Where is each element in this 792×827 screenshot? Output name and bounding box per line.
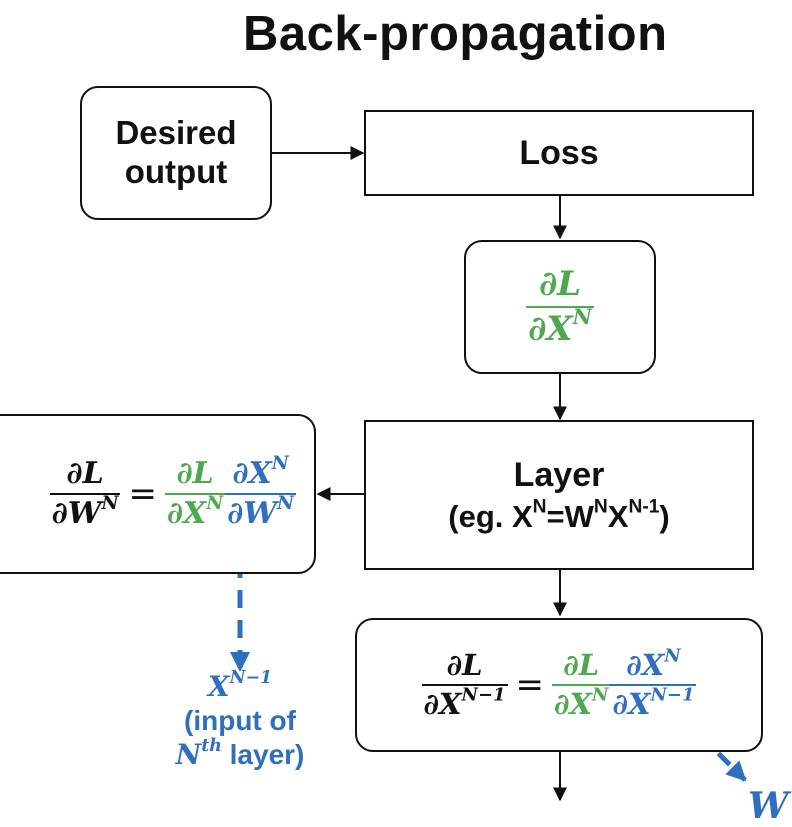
dl-dxn-denominator: ∂XN xyxy=(528,304,592,349)
equals-sign: = xyxy=(128,474,157,514)
weight-grad-lhs: ∂L ∂WN xyxy=(49,455,121,531)
dl-dxn-fraction: ∂L ∂XN xyxy=(526,263,594,349)
loss-box: Loss xyxy=(364,110,754,196)
layer-box: Layer (eg. XN=WNXN-1) xyxy=(364,420,754,570)
layer-label: Layer xyxy=(513,455,605,494)
dl-dxn-box: ∂L ∂XN xyxy=(464,240,656,374)
desired-output-line2: output xyxy=(124,153,228,190)
input-grad-blue-factor: ∂XN ∂XN−1 xyxy=(610,645,697,721)
desired-output-line1: Desired xyxy=(115,114,237,152)
desired-output-box: Desired output xyxy=(80,86,272,220)
input-grad-lhs: ∂L ∂XN−1 xyxy=(421,647,508,721)
weight-grad-green-factor: ∂L ∂XN xyxy=(164,455,226,531)
diagram-title: Back-propagation xyxy=(243,7,668,61)
fraction-bar xyxy=(526,306,594,308)
weight-grad-blue-factor: ∂XN ∂WN xyxy=(225,452,296,531)
input-note: XN−1 (input of Nth layer) xyxy=(140,667,340,772)
w-cutoff-label: W xyxy=(748,785,789,827)
weight-gradient-box: ∂L ∂WN = ∂L ∂XN ∂XN ∂WN xyxy=(0,414,316,574)
input-gradient-equation: ∂L ∂XN−1 = ∂L ∂XN ∂XN ∂XN−1 xyxy=(421,645,697,722)
input-gradient-box: ∂L ∂XN−1 = ∂L ∂XN ∂XN ∂XN−1 xyxy=(355,618,763,752)
input-grad-green-factor: ∂L ∂XN xyxy=(552,647,611,721)
weight-gradient-equation: ∂L ∂WN = ∂L ∂XN ∂XN ∂WN xyxy=(49,452,296,532)
input-note-line3: Nth layer) xyxy=(175,736,305,772)
input-note-symbol: XN−1 xyxy=(207,667,273,703)
dl-dxn-numerator: ∂L xyxy=(538,263,582,304)
input-note-line2: (input of xyxy=(184,705,296,737)
loss-label: Loss xyxy=(519,133,599,172)
layer-equation: (eg. XN=WNXN-1) xyxy=(448,496,670,534)
equals-sign: = xyxy=(515,665,545,705)
